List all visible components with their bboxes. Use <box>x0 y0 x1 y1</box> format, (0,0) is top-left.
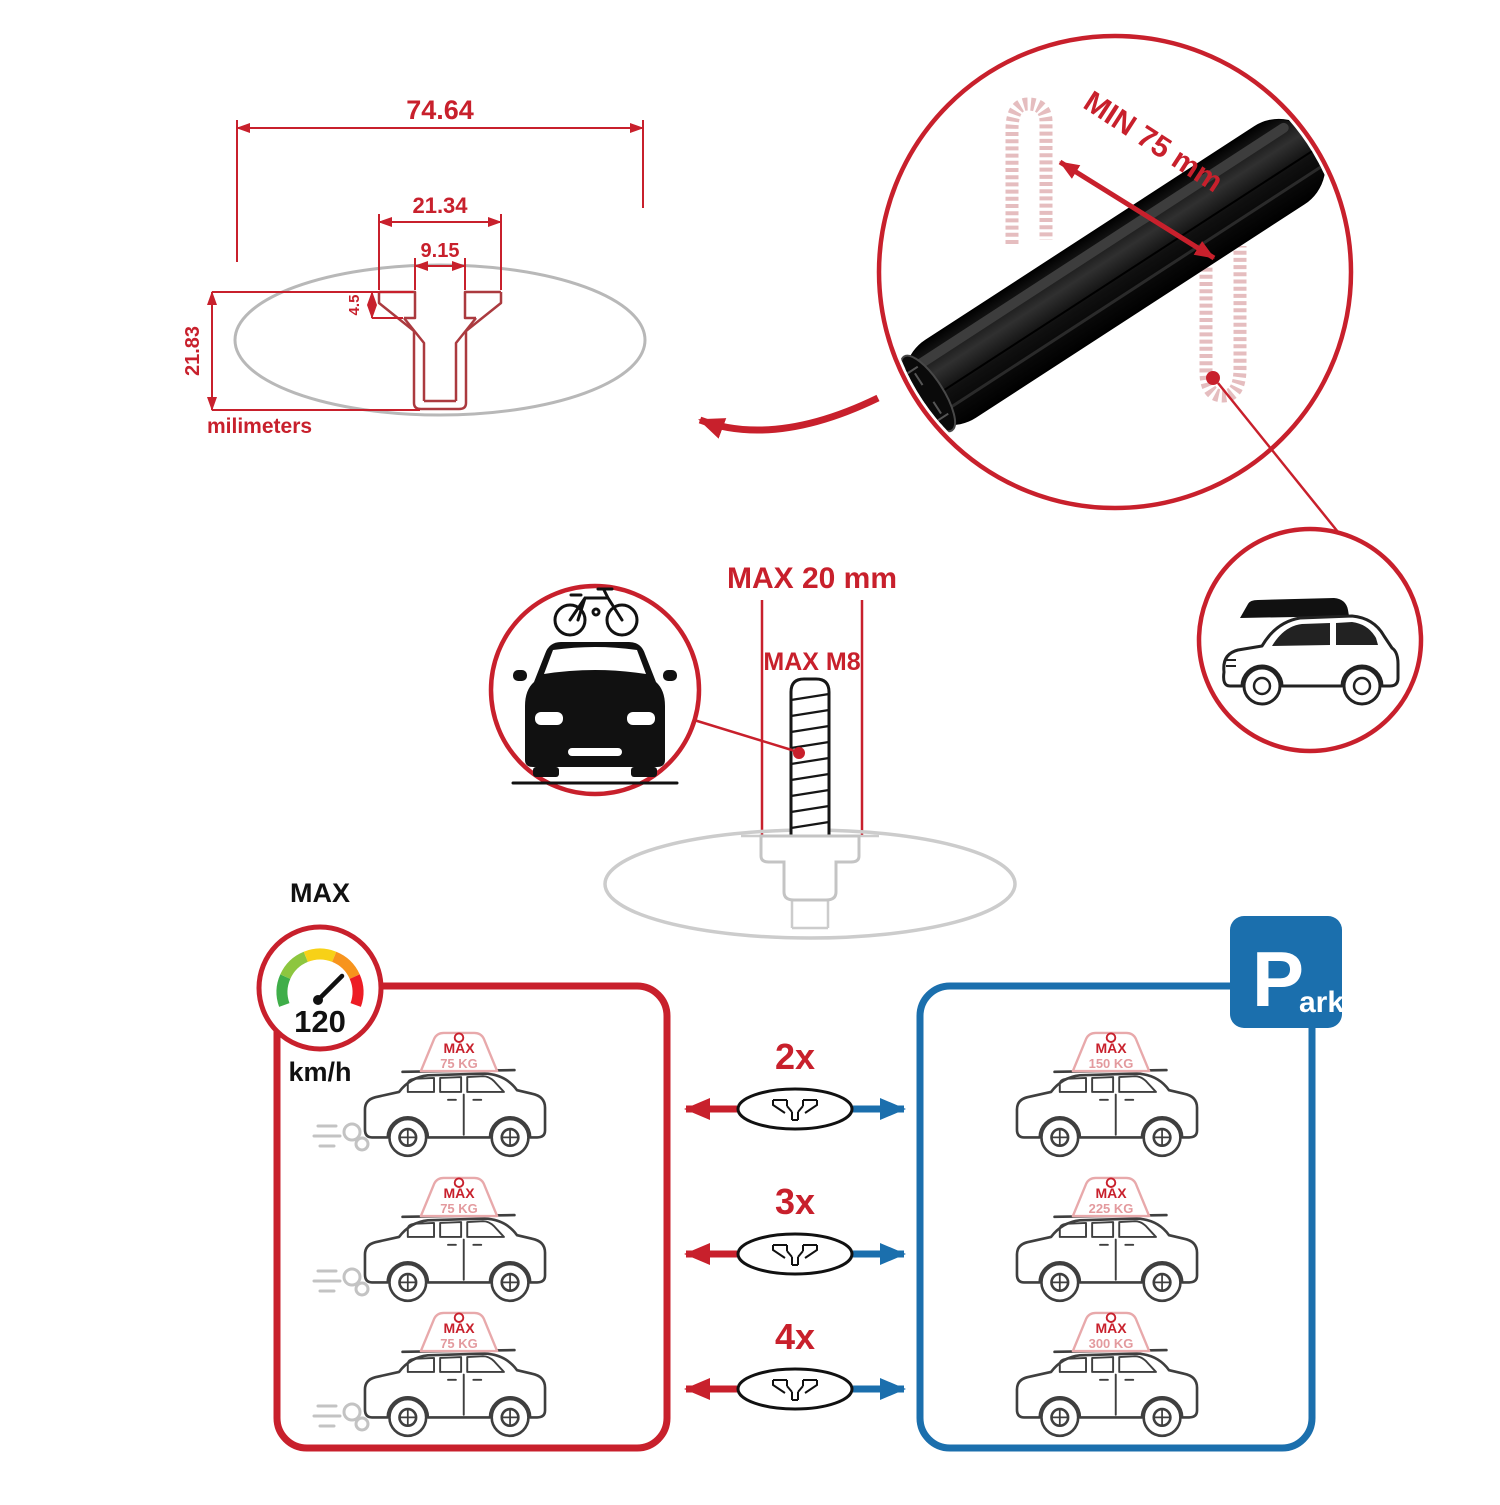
park-sign-p: P <box>1252 935 1304 1023</box>
bolt-diagram: MAX 20 mm MAX M8 <box>603 562 1017 940</box>
suv-roofbox-circle <box>1196 526 1424 754</box>
tag-value: 225 KG <box>1089 1201 1134 1216</box>
connector-circle-to-bolt <box>693 718 796 753</box>
bar-count-label: 2x <box>775 1036 815 1077</box>
bolt-max-width-label: MAX 20 mm <box>727 562 897 595</box>
tag-label: MAX <box>1095 1320 1127 1336</box>
pointer-arrow-to-drawing <box>698 394 880 439</box>
crossbar-dimension-drawing: 74.64 21.34 9.15 4.5 21.83 milimeters <box>182 95 647 438</box>
park-sign-suffix: ark <box>1299 986 1344 1019</box>
tag-label: MAX <box>1095 1040 1127 1056</box>
min-span-arrow <box>1058 159 1216 261</box>
bar-count-label: 4x <box>775 1316 815 1357</box>
bike-icon <box>553 587 639 637</box>
gauge-max-label: MAX <box>290 878 350 908</box>
tag-value: 150 KG <box>1089 1056 1134 1071</box>
speedometer-icon <box>276 948 364 1007</box>
bolt-point-dot <box>793 747 805 759</box>
bar-count-rows: 2x 3x 4x <box>684 1036 906 1411</box>
crossbar-section-icon <box>736 1232 854 1276</box>
park-sign: P ark <box>1230 916 1344 1028</box>
tag-label: MAX <box>1095 1185 1127 1201</box>
clamp-rods <box>1005 97 1247 403</box>
bar-count-label: 3x <box>775 1181 815 1222</box>
dim-total-width: 74.64 <box>406 95 474 125</box>
units-label: milimeters <box>207 415 312 438</box>
bar-profile-oval <box>233 263 647 417</box>
car-bike-circle <box>488 583 796 797</box>
speed-limit-gauge: MAX 120 km/h <box>256 878 384 1087</box>
crossbar-section-icon <box>736 1367 854 1411</box>
dim-slot-outer: 21.34 <box>412 193 468 218</box>
dim-lip-depth: 4.5 <box>346 295 363 316</box>
crossbar-section-icon <box>736 1087 854 1131</box>
driving-panel: MAX 75 KG MAX 75 KG MAX 75 KG <box>273 982 671 1452</box>
t-bolt-icon <box>759 677 861 902</box>
crossbar-detail-circle: MIN 75 mm <box>876 33 1354 511</box>
t-slot-profile <box>377 290 503 411</box>
clamp-point-dot <box>1206 371 1220 385</box>
tag-value: 75 KG <box>440 1201 478 1216</box>
tag-label: MAX <box>443 1185 475 1201</box>
bolt-max-thread-label: MAX M8 <box>763 648 860 676</box>
tag-value: 300 KG <box>1089 1336 1134 1351</box>
tag-value: 75 KG <box>440 1056 478 1071</box>
car-front-icon <box>511 642 679 785</box>
gauge-unit: km/h <box>288 1057 351 1087</box>
gauge-needle <box>315 973 345 1003</box>
tag-value: 75 KG <box>440 1336 478 1351</box>
gauge-value: 120 <box>294 1004 346 1039</box>
dim-slot-inner: 9.15 <box>421 240 460 262</box>
connector-bar-to-suv <box>1217 382 1339 533</box>
suv-roofbox-icon <box>1222 598 1400 706</box>
dimension-lines <box>207 120 644 411</box>
dim-total-height: 21.83 <box>182 326 204 376</box>
parked-panel: MAX 150 KG MAX 225 KG MAX 300 KG P ark <box>916 916 1344 1452</box>
tag-label: MAX <box>443 1320 475 1336</box>
tag-label: MAX <box>443 1040 475 1056</box>
